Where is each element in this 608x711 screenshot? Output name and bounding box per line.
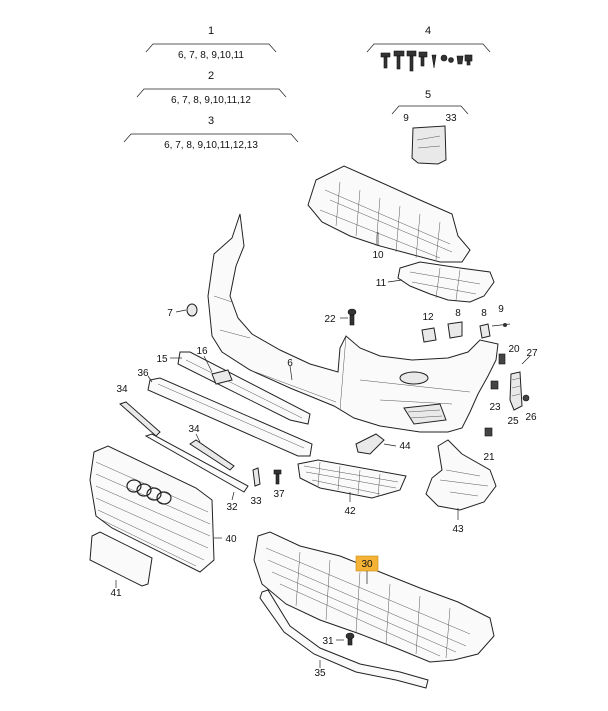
callout-41: 41: [110, 588, 122, 599]
group-5-number: 5: [425, 89, 431, 101]
callout-16: 16: [196, 346, 208, 357]
callout-8b: 8: [481, 308, 487, 319]
callout-33: 33: [250, 496, 262, 507]
part-42-side-grille: [297, 459, 407, 499]
part-7-clip: [186, 303, 198, 317]
part-16-bracket: [211, 369, 233, 385]
part-34-center-strip: [189, 439, 235, 471]
callout-26: 26: [525, 412, 537, 423]
part-44-fog-cover: [355, 433, 385, 455]
callout-43: 43: [452, 524, 464, 535]
part-43-corner-bracket: [425, 439, 497, 511]
part-33-clip: [252, 467, 261, 487]
group-4: 4: [366, 25, 491, 72]
group-3-number: 3: [208, 115, 214, 127]
group-1-bracket: [145, 43, 277, 53]
group-2-number: 2: [208, 70, 214, 82]
group-3: 3 6, 7, 8, 9,10,11,12,13: [123, 115, 299, 151]
callout-11: 11: [376, 278, 387, 289]
part-26-nut: [522, 394, 530, 402]
part-20-nut: [498, 353, 506, 365]
callout-42: 42: [344, 506, 356, 517]
callout-6: 6: [287, 358, 293, 369]
group-3-bracket: [123, 133, 299, 143]
part-30-underbody-shield: [253, 531, 495, 663]
callout-8: 8: [455, 308, 461, 319]
callout-32: 32: [226, 502, 238, 513]
callout-9: 9: [498, 304, 504, 315]
part-21-clip: [484, 427, 493, 437]
group-2: 2 6, 7, 8, 9,10,11,12: [136, 70, 287, 106]
group-4-bracket: [366, 43, 491, 53]
callout-7: 7: [167, 308, 173, 319]
four-rings-logo-icon: [126, 479, 172, 505]
callout-36: 36: [137, 368, 149, 379]
group-1-number: 1: [208, 25, 214, 37]
part-25-bracket: [509, 371, 523, 411]
group-2-bracket: [136, 88, 287, 98]
callout-34b: 34: [188, 424, 200, 435]
callout-21: 21: [483, 452, 495, 463]
part-22-screw: [347, 308, 357, 326]
part-10-bracket: [307, 165, 471, 263]
group-5-item-left: 9: [403, 113, 409, 124]
part-23-clip: [490, 380, 499, 390]
group-5-bracket: [391, 105, 469, 115]
screw-set-icon: [380, 50, 473, 72]
callout-25: 25: [507, 416, 519, 427]
group-4-number: 4: [425, 25, 431, 37]
callout-31: 31: [322, 636, 334, 647]
part-11-bracket: [397, 261, 495, 303]
part-37-screw: [273, 469, 282, 485]
part-41-plate-holder: [89, 531, 153, 587]
part-36-trim-strip: [147, 377, 313, 457]
callout-12: 12: [422, 312, 434, 323]
group-1: 1 6, 7, 8, 9,10,11: [145, 25, 277, 61]
callout-37: 37: [273, 489, 285, 500]
part-12-clip: [421, 321, 463, 343]
callout-30: 30: [361, 559, 373, 570]
callout-10: 10: [372, 250, 384, 261]
group-1-items: 6, 7, 8, 9,10,11: [178, 50, 244, 61]
fastener-bag-icon: [411, 125, 447, 165]
callout-22: 22: [324, 314, 336, 325]
callout-15: 15: [156, 354, 168, 365]
group-5-item-right: 33: [445, 113, 457, 124]
part-31-screw: [345, 632, 355, 646]
part-40-radiator-grille: [89, 445, 215, 573]
part-9-clip: [479, 323, 511, 339]
fastener-bag-crease: [416, 135, 441, 149]
callout-23: 23: [489, 402, 501, 413]
part-34-left-strip: [119, 401, 161, 437]
group-5: 5 9 33: [391, 89, 469, 165]
part-6-bumper-cover: [207, 213, 499, 433]
callout-40: 40: [225, 534, 237, 545]
callout-35: 35: [314, 668, 326, 679]
callout-20: 20: [508, 344, 520, 355]
group-2-items: 6, 7, 8, 9,10,11,12: [171, 95, 251, 106]
part-35-lower-strip: [259, 589, 429, 689]
part-32-chrome-strip: [144, 433, 249, 493]
callout-27: 27: [526, 348, 538, 359]
callout-44: 44: [399, 441, 411, 452]
group-3-items: 6, 7, 8, 9,10,11,12,13: [164, 140, 258, 151]
callout-34a: 34: [116, 384, 128, 395]
